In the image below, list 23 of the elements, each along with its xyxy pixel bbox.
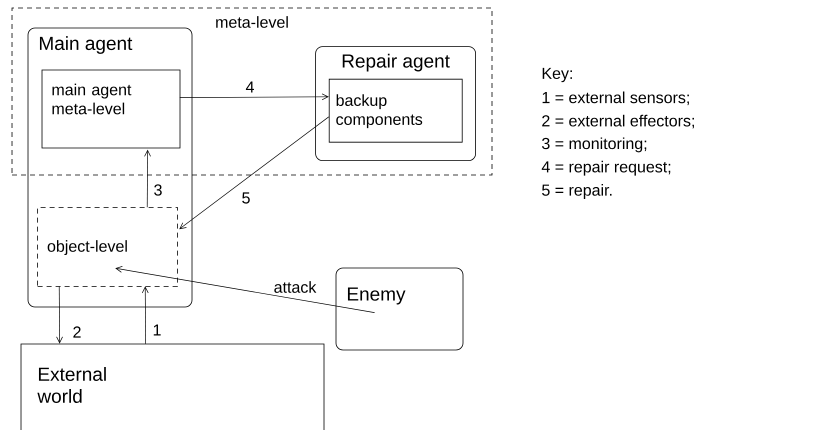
dashed-box: object-level — [37, 207, 178, 287]
edge-label: 4 — [244, 80, 256, 94]
arrow — [115, 266, 375, 313]
arrow — [56, 286, 63, 344]
box: External world — [20, 344, 324, 430]
edge-label: 2 — [72, 325, 82, 339]
edge-label: attack — [272, 280, 318, 294]
arrow — [142, 286, 149, 344]
arrow — [144, 150, 151, 208]
box: main agent meta-level — [42, 70, 180, 148]
key-text: 4 = repair request; — [542, 160, 670, 176]
key-text: 1 = external sensors; — [542, 91, 689, 106]
key-text: 5 = repair. — [542, 184, 612, 199]
edge-label: 1 — [152, 324, 162, 336]
key-text: Key: — [542, 68, 572, 82]
arrow — [179, 116, 330, 230]
rounded-box: Enemy — [336, 268, 464, 350]
key-text: 2 = external effectors; — [542, 114, 694, 128]
edge-label: 5 — [240, 191, 252, 205]
edge-label: 3 — [152, 183, 164, 197]
key-text: 3 = monitoring; — [542, 137, 646, 152]
arrow — [179, 93, 329, 100]
box: backup components — [328, 78, 463, 143]
